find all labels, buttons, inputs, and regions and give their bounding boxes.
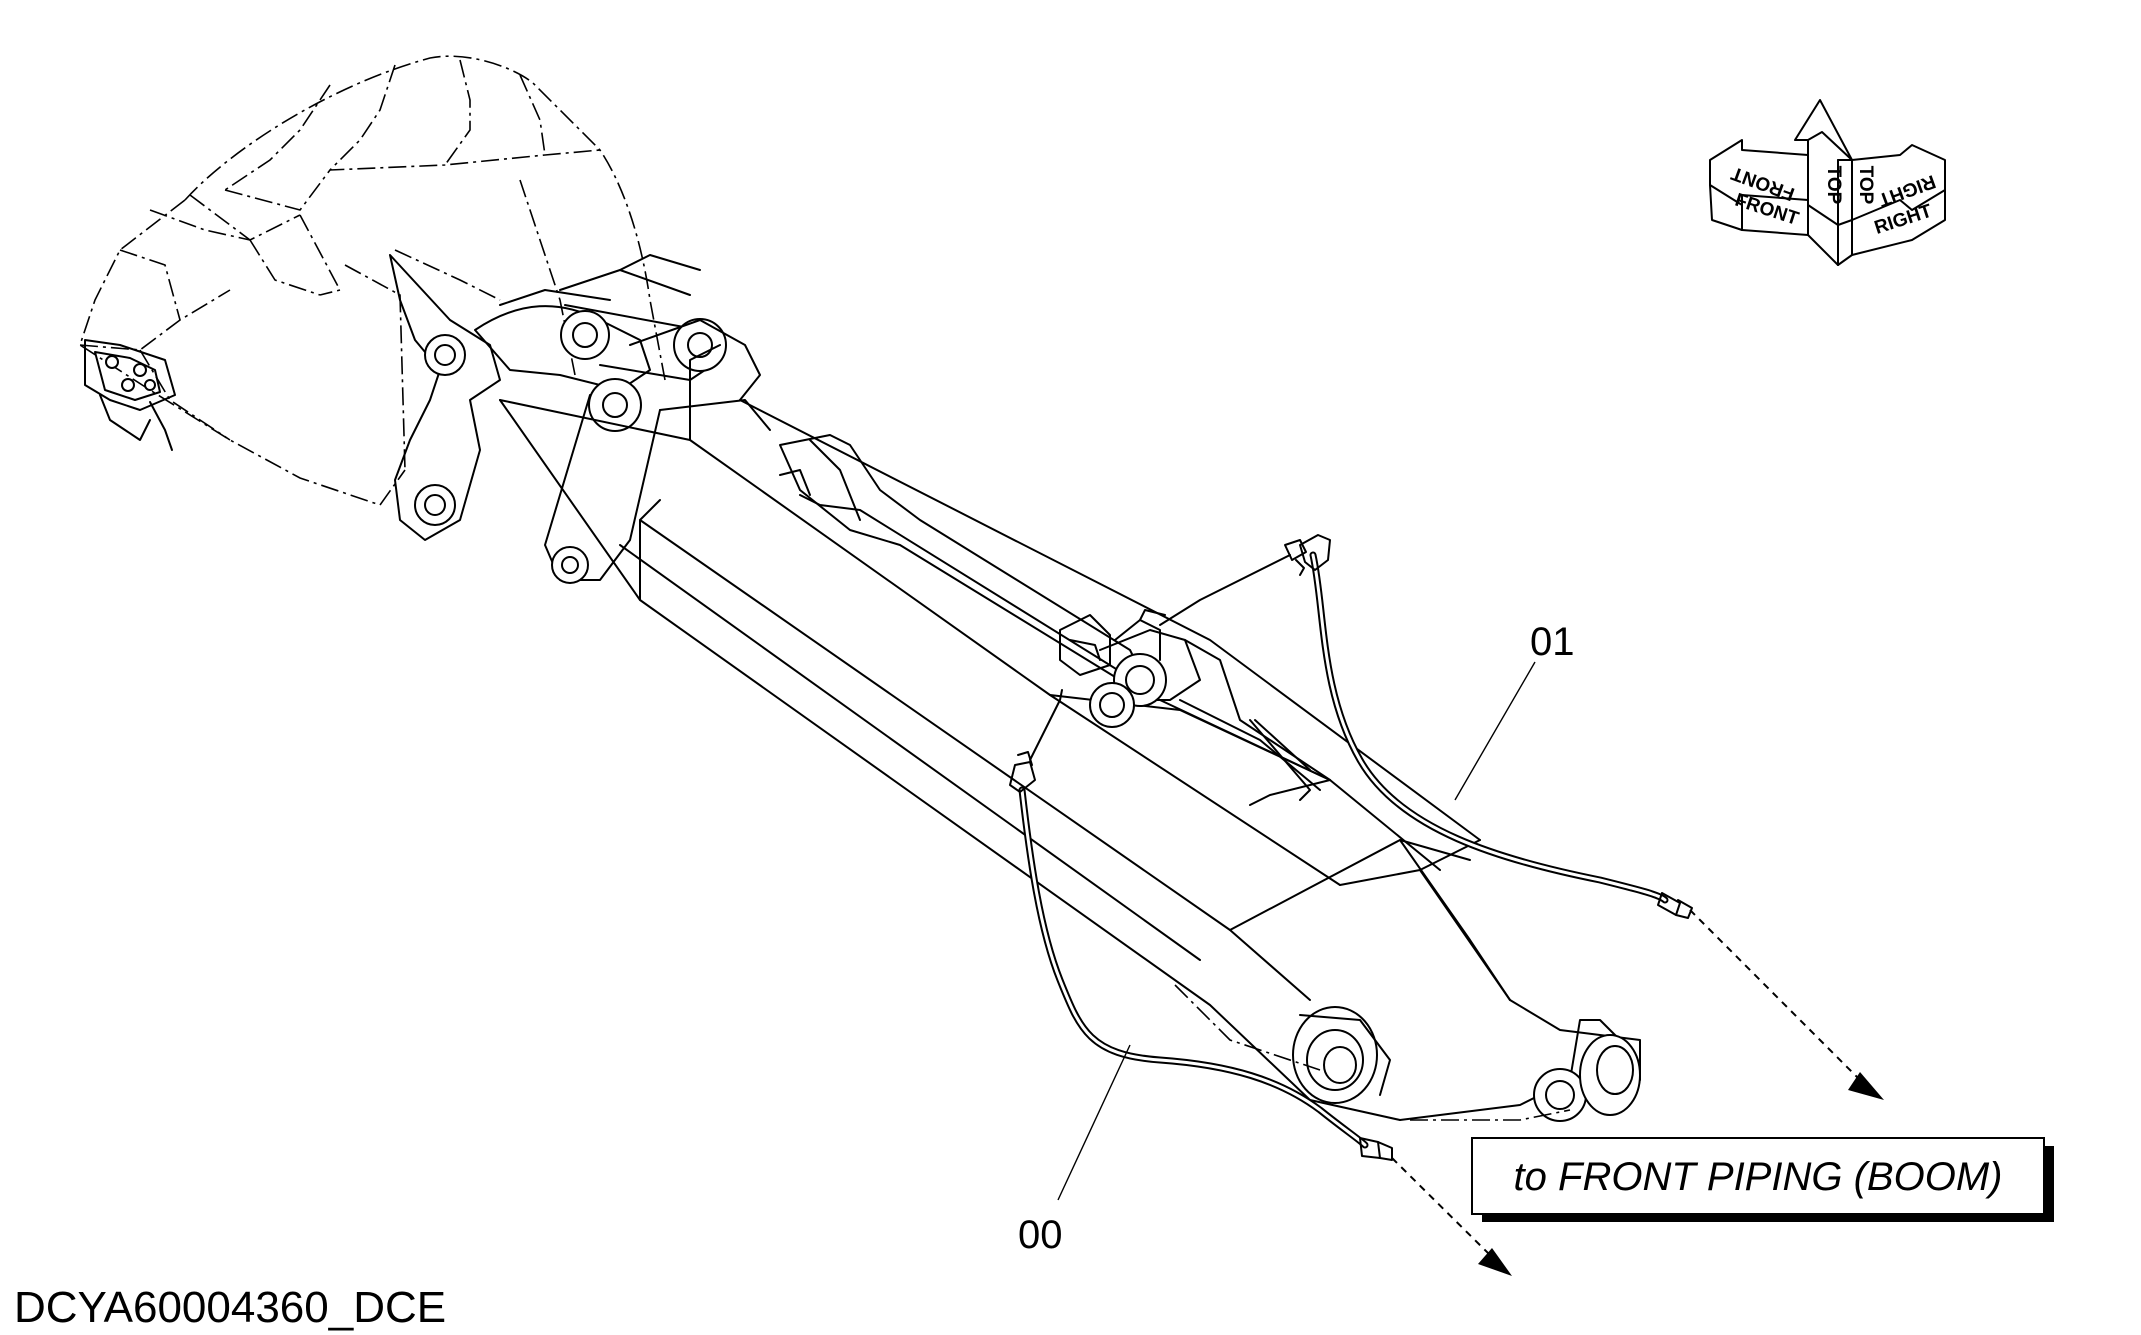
bucket-linkage: [389, 254, 771, 584]
part-number-00: 00: [1018, 1213, 1063, 1257]
callout-text: to FRONT PIPING (BOOM): [1514, 1155, 2003, 1199]
orientation-top-label-right: TOP: [1855, 166, 1876, 205]
hose-01: [1159, 534, 1884, 1100]
part-number-01: 01: [1530, 620, 1575, 664]
drawing-id: DCYA60004360_DCE: [14, 1283, 446, 1332]
orientation-top-label-left: TOP: [1823, 166, 1844, 205]
leader-line-00: [1057, 1044, 1131, 1201]
arm: [499, 344, 1641, 1122]
orientation-icon: FRONT FRONT TOP TOP RIGHT RIGHT: [1709, 99, 1946, 266]
leader-line-01: [1454, 661, 1536, 801]
hose-00: [1009, 689, 1512, 1276]
bucket: [79, 55, 666, 506]
callout-box: to FRONT PIPING (BOOM): [1471, 1137, 2054, 1222]
